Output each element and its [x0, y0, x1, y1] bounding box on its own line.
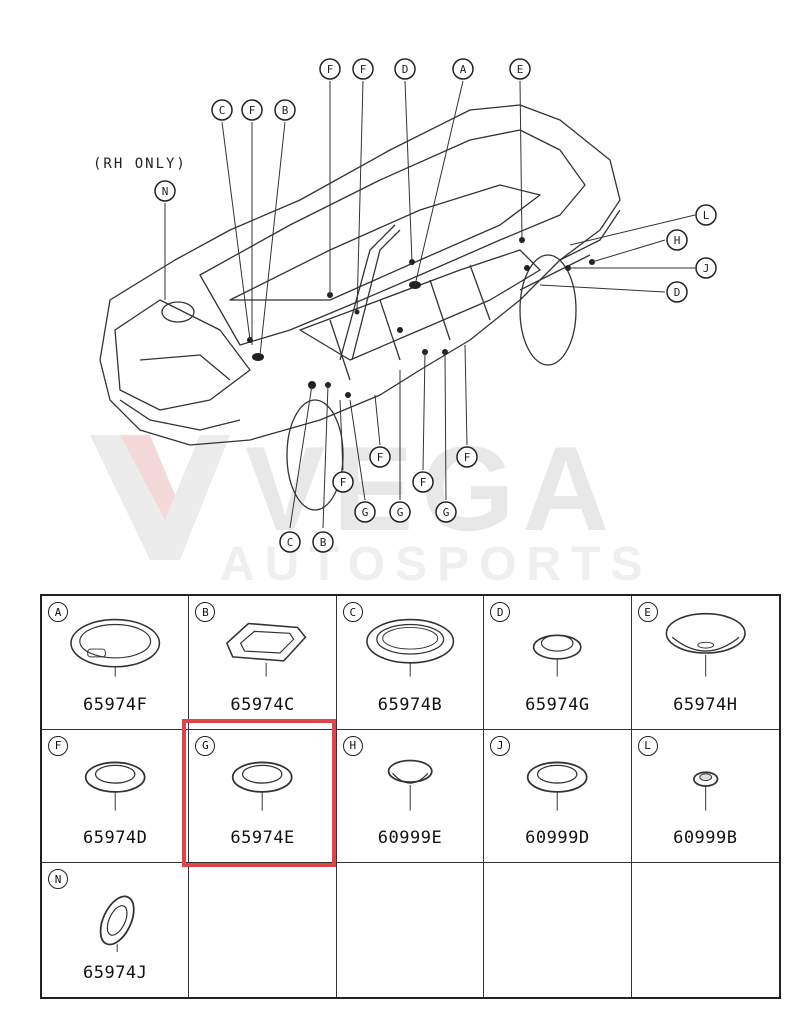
part-number: 65974B [377, 694, 443, 715]
part-cell-h: H 60999E [336, 729, 485, 864]
svg-text:L: L [703, 209, 710, 222]
callout-b-bottom: B [312, 531, 334, 553]
part-letter: A [48, 602, 68, 622]
part-letter: L [637, 735, 658, 756]
rh-only-note: (RH ONLY) [93, 156, 187, 172]
callout-n: N [154, 180, 176, 202]
svg-text:G: G [397, 506, 404, 519]
svg-text:N: N [162, 185, 169, 198]
callout-f-topleft: F [241, 99, 263, 121]
grommet-illustration [527, 761, 588, 811]
callout-h-right: H [666, 229, 688, 251]
svg-text:F: F [464, 451, 471, 464]
svg-text:A: A [460, 63, 467, 76]
svg-text:D: D [674, 286, 681, 299]
callout-f-top-2: F [352, 58, 374, 80]
svg-text:J: J [703, 262, 710, 275]
part-letter: D [490, 602, 511, 622]
part-letter: C [342, 602, 363, 622]
callout-g-bottom-1: G [354, 501, 376, 523]
empty-cell [189, 863, 337, 997]
part-number: 65974E [230, 828, 295, 849]
callout-a-top: A [452, 58, 474, 80]
callout-d-top: D [394, 58, 416, 80]
svg-text:F: F [340, 476, 347, 489]
part-cell-e: E 65974H [631, 596, 779, 730]
grommet-illustration [665, 612, 746, 677]
callout-g-bottom-3: G [435, 501, 457, 523]
callout-f-bottom-1: F [369, 446, 391, 468]
part-number: 65974H [673, 694, 738, 715]
grommet-illustration [70, 618, 161, 677]
part-cell-g: G 65974E [189, 729, 337, 864]
part-cell-n: N 65974J [42, 863, 190, 997]
callout-c-top: C [211, 99, 233, 121]
part-letter: N [48, 869, 68, 890]
svg-text:B: B [320, 536, 327, 549]
part-cell-f: F 65974D [42, 729, 190, 864]
callout-f-bottom-4: F [412, 471, 434, 493]
callout-l-right: L [695, 204, 717, 226]
grommet-illustration [99, 895, 135, 953]
callout-b-top: B [274, 99, 296, 121]
part-letter: H [342, 735, 363, 756]
grommet-illustration [232, 761, 293, 811]
part-cell-a: A 65974F [42, 596, 190, 730]
part-number: 60999E [377, 828, 443, 849]
svg-text:E: E [517, 63, 524, 76]
svg-text:B: B [282, 104, 289, 117]
part-letter: J [490, 735, 511, 756]
callout-g-bottom-2: G [389, 501, 411, 523]
callout-f-bottom-2: F [456, 446, 478, 468]
part-number: 60999B [673, 828, 738, 849]
part-letter: B [195, 602, 216, 622]
svg-text:G: G [362, 506, 369, 519]
svg-text:C: C [219, 104, 226, 117]
part-number: 65974G [525, 694, 590, 715]
grommet-illustration [84, 761, 146, 811]
part-cell-b: B 65974C [189, 596, 337, 730]
callout-c-bottom: C [279, 531, 301, 553]
part-letter: G [195, 735, 216, 756]
part-cell-l: L 60999B [631, 730, 779, 864]
part-cell-d: D 65974G [484, 596, 632, 730]
part-number: 65974F [82, 694, 148, 715]
svg-text:F: F [249, 104, 256, 117]
callout-j-right: J [695, 257, 717, 279]
grommet-illustration [387, 759, 433, 811]
callout-e-top: E [509, 58, 531, 80]
grommet-illustration [533, 634, 582, 677]
empty-cell [337, 863, 485, 997]
part-cell-j: J 60999D [484, 729, 632, 864]
part-number: 65974D [82, 828, 148, 849]
car-grommet-diagram: (RH ONLY) N C F B F F D A E L H J D F F … [93, 58, 717, 553]
svg-text:H: H [674, 234, 681, 247]
svg-text:F: F [327, 63, 334, 76]
part-number: 60999D [525, 828, 590, 849]
empty-cell [484, 863, 632, 997]
svg-text:F: F [360, 63, 367, 76]
callout-f-bottom-3: F [332, 471, 354, 493]
svg-text:C: C [287, 536, 294, 549]
svg-text:G: G [443, 506, 450, 519]
part-letter: E [637, 602, 658, 622]
callout-d-right: D [666, 281, 688, 303]
callout-f-top-1: F [319, 58, 341, 80]
empty-cell [632, 863, 779, 997]
part-number: 65974C [230, 694, 295, 715]
part-number: 65974J [82, 963, 148, 983]
grommet-illustration [226, 622, 307, 677]
svg-text:F: F [420, 476, 427, 489]
part-letter: F [48, 735, 68, 756]
svg-text:D: D [402, 63, 409, 76]
part-cell-c: C 65974B [336, 596, 485, 730]
svg-text:F: F [377, 451, 384, 464]
grommet-illustration [365, 618, 455, 677]
grommet-illustration [692, 771, 718, 811]
